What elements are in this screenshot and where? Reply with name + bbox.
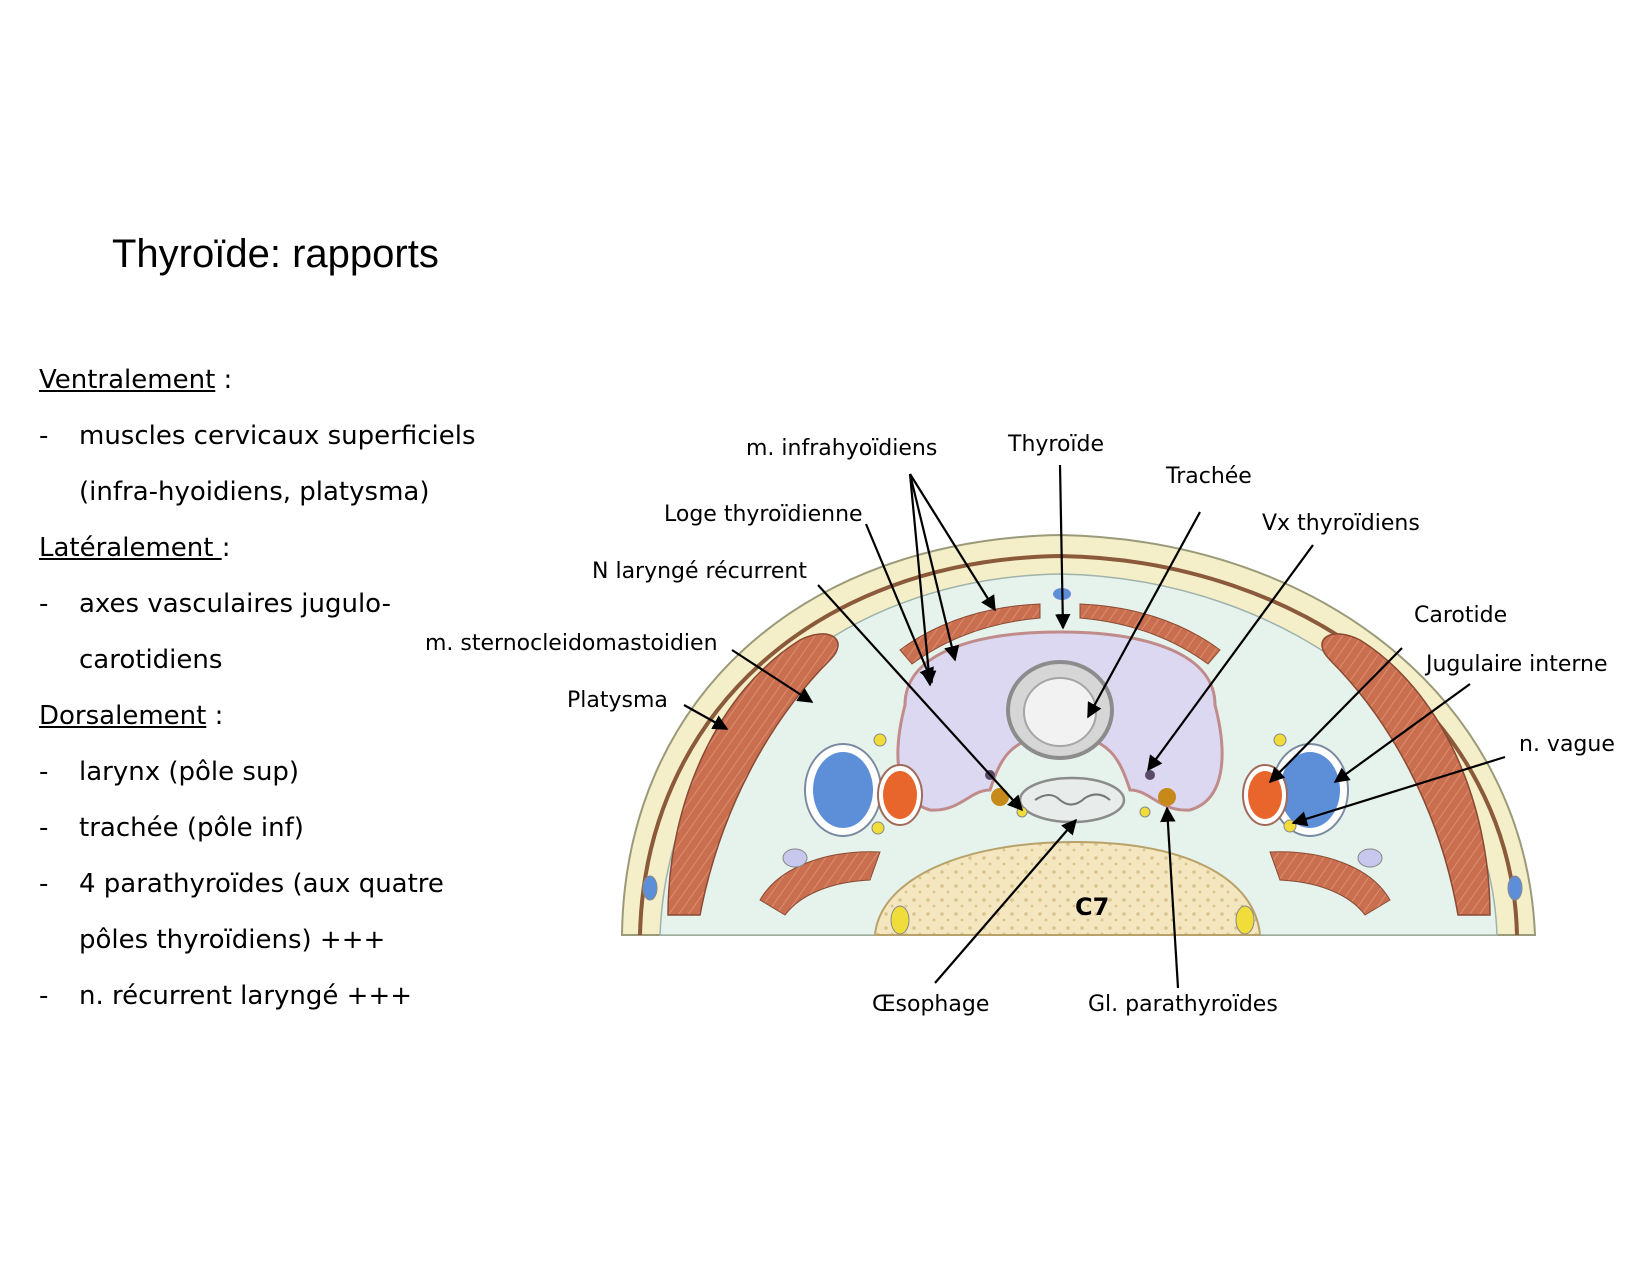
oesophagus-lumen	[1034, 793, 1111, 806]
small-vessel	[1357, 848, 1383, 868]
label-infrahyoidiens: m. infrahyoïdiens	[746, 436, 937, 461]
bullet-dash: -	[39, 869, 49, 899]
leader-loge-thyroidienne	[864, 523, 934, 684]
bullet-dash: -	[39, 589, 49, 619]
relations-list: Ventralement : -muscles cervicaux superf…	[39, 352, 509, 1024]
vagus-nerve-left	[871, 821, 885, 835]
dorsal-item-4: pôles thyroïdiens) +++	[79, 925, 386, 955]
list-item-continuation: pôles thyroïdiens) +++	[39, 912, 509, 968]
label-loge-thyroidienne: Loge thyroïdienne	[664, 502, 863, 527]
carotid-artery-right-lumen	[1248, 771, 1282, 819]
label-jugulaire-interne: Jugulaire interne	[1424, 652, 1608, 677]
infrahyoid-muscle-left	[899, 603, 1041, 665]
small-vessel	[782, 848, 808, 868]
jugular-vein-right-lumen	[1280, 752, 1340, 828]
list-item: -axes vasculaires jugulo-	[39, 576, 509, 632]
list-item: -muscles cervicaux superficiels	[39, 408, 509, 464]
label-n-vague: n. vague	[1519, 732, 1615, 757]
leader-n-larynge-recurrent	[817, 584, 1024, 812]
ventral-heading-line: Ventralement :	[39, 352, 509, 408]
list-item: -larynx (pôle sup)	[39, 744, 509, 800]
dorsal-heading-line: Dorsalement :	[39, 688, 509, 744]
small-nerve	[873, 733, 887, 747]
small-vessel	[1507, 875, 1523, 901]
ventral-colon: :	[215, 365, 233, 395]
label-c7: C7	[1075, 893, 1109, 921]
list-item-continuation: (infra-hyoidiens, platysma)	[39, 464, 509, 520]
scm-muscle-right	[1321, 633, 1491, 916]
ventral-item-2: (infra-hyoidiens, platysma)	[79, 477, 430, 507]
scm-muscle-left	[667, 633, 839, 916]
bullet-dash: -	[39, 421, 49, 451]
lateral-item-2: carotidiens	[79, 645, 223, 675]
recurrent-laryngeal-nerve-right	[1139, 806, 1151, 818]
bullet-dash: -	[39, 813, 49, 843]
leader-infrahyoidiens-3	[908, 473, 937, 687]
small-vessel	[642, 875, 658, 901]
list-item: -n. récurrent laryngé +++	[39, 968, 509, 1024]
label-thyroide: Thyroïde	[1007, 432, 1104, 457]
small-nerve	[1273, 733, 1287, 747]
leader-jugulaire-interne	[1333, 683, 1471, 783]
list-item-continuation: carotidiens	[39, 632, 509, 688]
parathyroid-gland-right	[1158, 788, 1176, 806]
thyroid-vessel-right	[1145, 770, 1155, 780]
lateral-item-1: axes vasculaires jugulo-	[79, 589, 391, 619]
lateral-colon: :	[221, 533, 231, 563]
leader-infrahyoidiens-2	[909, 473, 996, 612]
dorsal-heading: Dorsalement	[39, 701, 207, 731]
cross-section-illustration	[620, 533, 1537, 936]
label-gl-parathyroides: Gl. parathyroïdes	[1088, 992, 1278, 1017]
dorsal-item-3: 4 parathyroïdes (aux quatre	[79, 869, 444, 899]
bullet-dash: -	[39, 981, 49, 1011]
jugular-vein-left-lumen	[813, 752, 873, 828]
small-nerve	[890, 905, 910, 935]
leader-gl-parathyroides	[1160, 806, 1180, 989]
label-carotide: Carotide	[1414, 603, 1507, 628]
dorsal-colon: :	[206, 701, 224, 731]
parathyroid-gland-left	[991, 788, 1009, 806]
leader-oesophage	[934, 818, 1078, 984]
list-item: -trachée (pôle inf)	[39, 800, 509, 856]
prevertebral-muscle-right	[1269, 851, 1391, 916]
label-trachee: Trachée	[1165, 464, 1252, 489]
diagram-labels: m. infrahyoïdiens Thyroïde Trachée Vx th…	[425, 432, 1615, 1017]
label-oesophage: Œsophage	[872, 992, 989, 1017]
vertebra-c7	[873, 840, 1262, 936]
dorsal-item-2: trachée (pôle inf)	[79, 813, 304, 843]
leader-n-vague	[1291, 755, 1506, 827]
leader-trachee	[1087, 511, 1201, 719]
bullet-dash: -	[39, 757, 49, 787]
dorsal-item-1: larynx (pôle sup)	[79, 757, 300, 787]
leader-vx-thyroidiens	[1147, 544, 1314, 772]
leader-lines	[683, 464, 1506, 989]
ventral-item-1: muscles cervicaux superficiels	[79, 421, 476, 451]
list-item: -4 parathyroïdes (aux quatre	[39, 856, 509, 912]
leader-thyroide	[1055, 464, 1071, 630]
trachea-lumen	[1023, 677, 1097, 747]
label-platysma: Platysma	[567, 688, 668, 713]
small-nerve	[1235, 905, 1255, 935]
label-n-larynge-recurrent: N laryngé récurrent	[592, 559, 807, 584]
label-vx-thyroidiens: Vx thyroïdiens	[1262, 511, 1420, 536]
slide-title: Thyroïde: rapports	[112, 232, 439, 276]
label-sternocleidomastoidien: m. sternocleidomastoidien	[425, 631, 718, 656]
dorsal-item-5: n. récurrent laryngé +++	[79, 981, 413, 1011]
ventral-heading: Ventralement	[39, 365, 216, 395]
leader-carotide	[1268, 647, 1403, 784]
infrahyoid-muscle-right	[1079, 603, 1221, 665]
prevertebral-muscle-left	[759, 851, 881, 916]
carotid-artery-left-lumen	[883, 771, 917, 819]
leader-sternocleidomastoidien	[731, 649, 814, 703]
lateral-heading-line: Latéralement :	[39, 520, 509, 576]
leader-platysma	[683, 704, 729, 730]
platysma-layer	[638, 553, 1519, 936]
lateral-heading: Latéralement	[39, 533, 222, 563]
leader-infrahyoidiens-1	[908, 473, 960, 662]
